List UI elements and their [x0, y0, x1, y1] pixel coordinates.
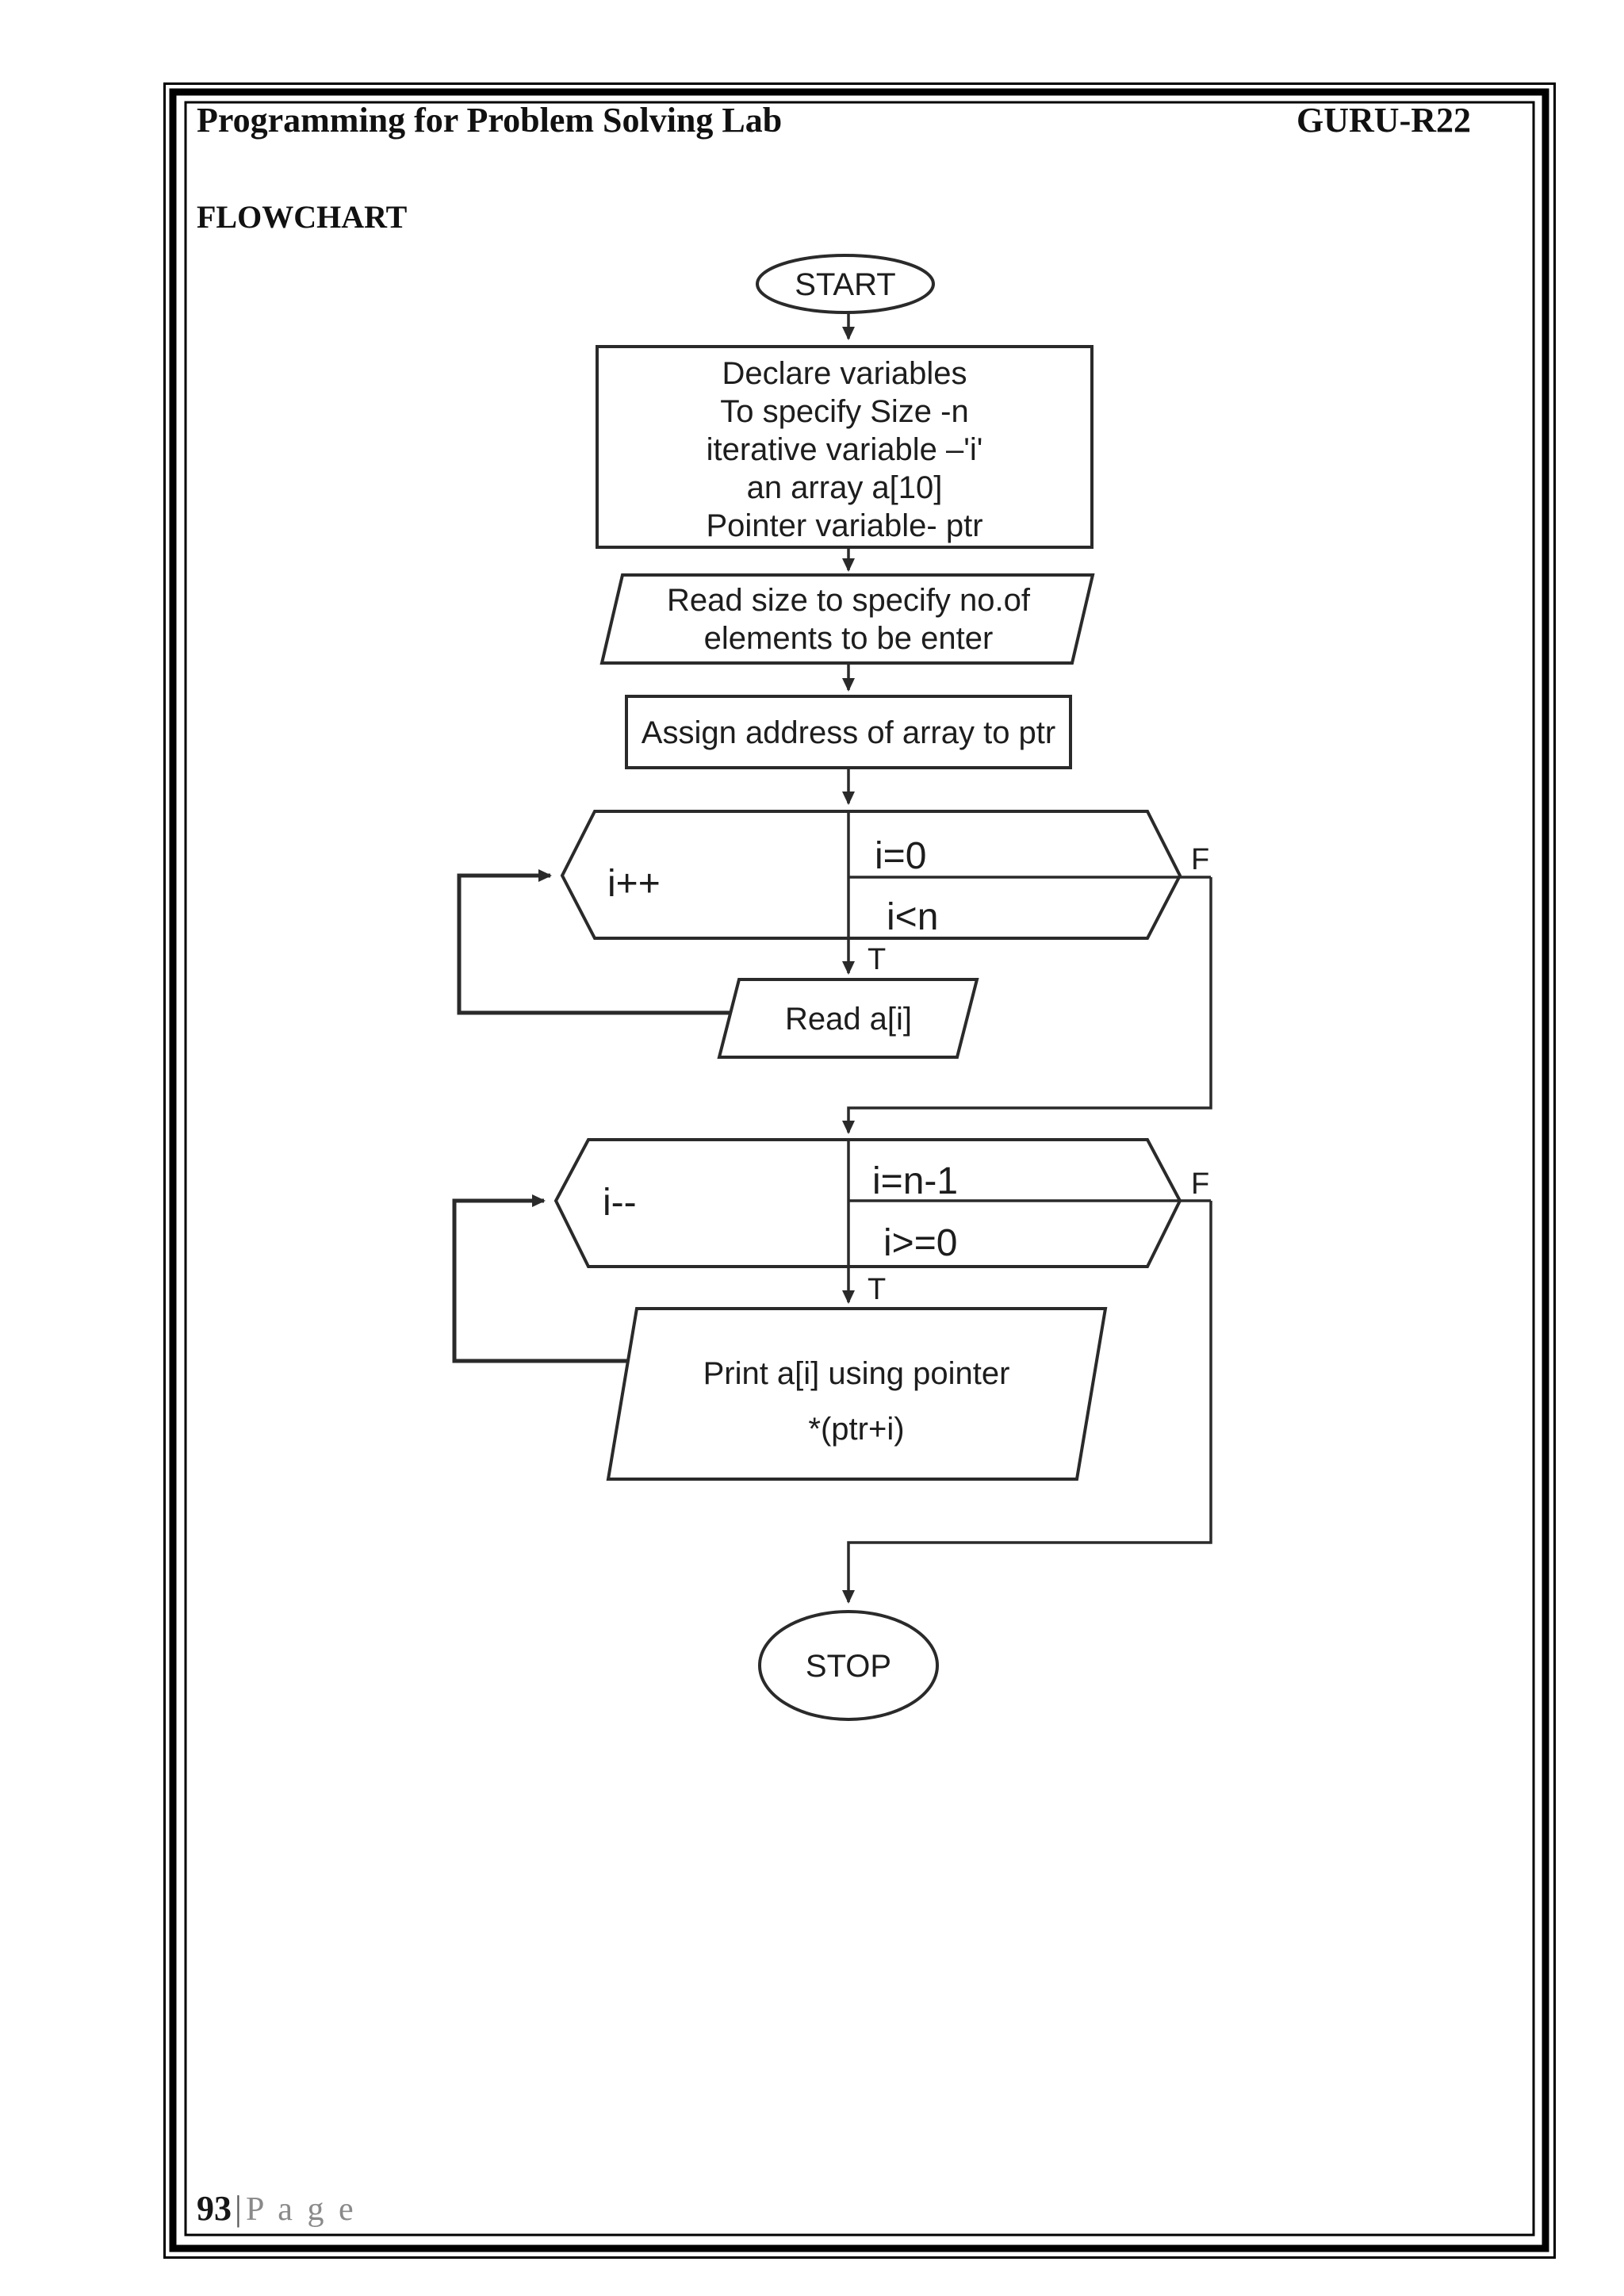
read-size-line-1: Read size to specify no.of [667, 583, 1031, 618]
read-size-parallelogram [599, 573, 1095, 665]
stop-terminator [758, 1610, 939, 1721]
stop-label: STOP [806, 1649, 891, 1684]
section-heading: FLOWCHART [197, 199, 408, 235]
print-line-2: *(ptr+i) [808, 1412, 904, 1447]
declare-line-5: Pointer variable- ptr [706, 508, 982, 543]
loop1-update-label: i++ [607, 863, 661, 905]
declare-line-2: To specify Size -n [720, 394, 968, 429]
declare-line-3: iterative variable –'i' [707, 432, 983, 467]
footer-separator: | [235, 2189, 242, 2228]
read-element-parallelogram [717, 978, 979, 1059]
assign-box [625, 695, 1072, 769]
loop1-false-edge [842, 877, 1212, 1134]
loop2-init-label: i=n-1 [872, 1160, 958, 1202]
footer-page-word: P a g e [246, 2191, 357, 2228]
print-parallelogram [606, 1307, 1108, 1481]
read-size-line-2: elements to be enter [704, 621, 994, 656]
start-terminator [756, 254, 935, 314]
loop2-false-label: F [1191, 1167, 1209, 1201]
page-border-inner [184, 101, 1535, 2237]
loop1-backedge [457, 869, 730, 1015]
loop2-true-label: T [868, 1273, 886, 1306]
loop1-true-label: T [868, 943, 886, 976]
declare-line-1: Declare variables [722, 356, 967, 391]
loop1-init-label: i=0 [875, 835, 926, 877]
start-label: START [795, 267, 895, 302]
loop1-false-label: F [1191, 843, 1209, 876]
declare-line-4: an array a[10] [747, 470, 943, 505]
loop2-condition-label: i>=0 [883, 1222, 957, 1264]
loop1-condition-label: i<n [887, 896, 938, 938]
declare-box [596, 345, 1094, 549]
page-border-band [169, 88, 1549, 2252]
assign-label: Assign address of array to ptr [642, 715, 1055, 750]
read-element-label: Read a[i] [785, 1002, 912, 1037]
page-border-outer [163, 82, 1556, 2259]
loop2-hexagon [553, 1138, 1182, 1268]
print-line-1: Print a[i] using pointer [703, 1356, 1010, 1391]
loop1-hexagon [560, 810, 1182, 940]
loop2-update-label: i-- [603, 1182, 637, 1224]
footer-page-number: 93 [197, 2189, 232, 2228]
loop2-backedge [452, 1194, 628, 1363]
header-title: Programming for Problem Solving Lab [197, 101, 782, 140]
loop2-false-edge [842, 1201, 1212, 1604]
header-course-code: GURU-R22 [1297, 101, 1471, 140]
